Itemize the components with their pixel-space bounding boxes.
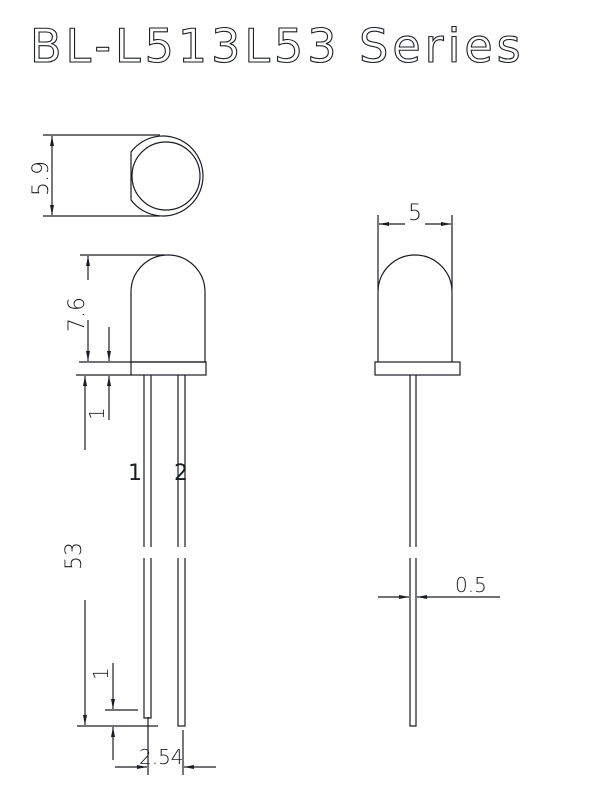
page-title: BL-L513L53 Series xyxy=(30,19,525,73)
dim-lead-53: 53 xyxy=(62,542,87,570)
side-view: 5 0.5 xyxy=(374,201,500,727)
dim-body-5: 5 xyxy=(408,201,422,226)
dim-height-7-6: 7.6 xyxy=(65,297,90,332)
dim-spacing-2-54: 2.54 xyxy=(139,745,184,769)
front-view: 1 2 7.6 1 53 1 2.54 xyxy=(62,254,216,775)
dim-lead-width-0-5: 0.5 xyxy=(455,573,487,597)
top-view: 5.9 xyxy=(29,134,204,217)
dim-diameter-5-9: 5.9 xyxy=(29,161,54,196)
dim-lead-offset-1: 1 xyxy=(89,667,113,680)
dim-flange-1: 1 xyxy=(85,407,109,420)
pin-2-label: 2 xyxy=(174,461,188,486)
pin-1-label: 1 xyxy=(128,461,142,486)
